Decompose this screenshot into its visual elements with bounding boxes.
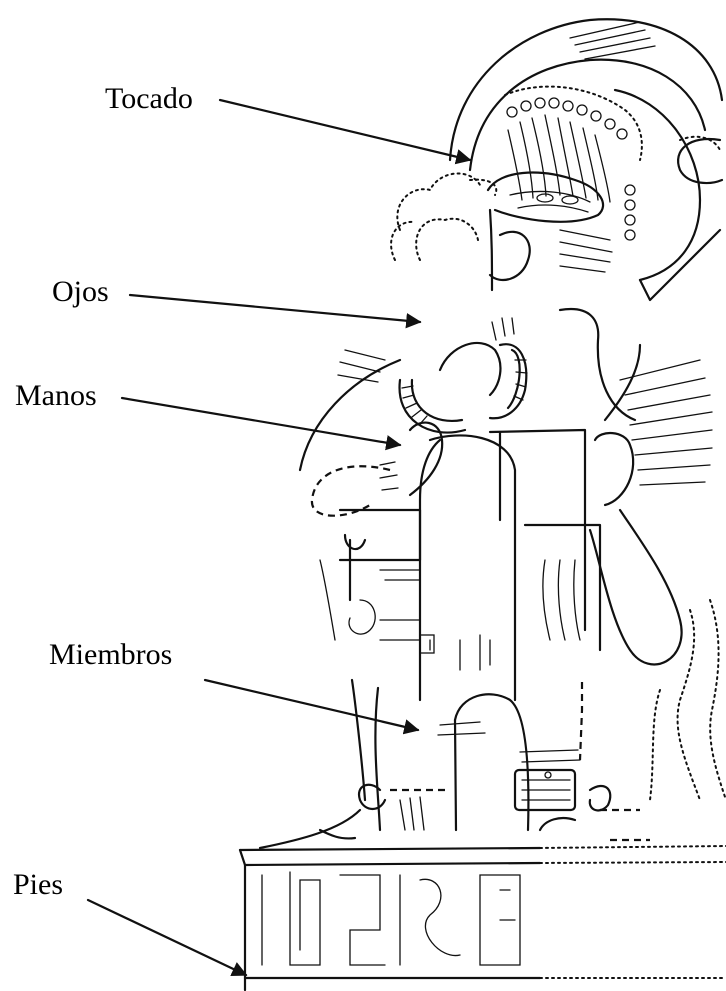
arrow-miembros [205, 680, 418, 730]
label-miembros: Miembros [49, 640, 172, 670]
base-drawing [240, 846, 726, 990]
label-ojos: Ojos [52, 277, 109, 307]
label-tocado: Tocado [105, 84, 193, 114]
torso-drawing [300, 309, 726, 800]
arrow-ojos [130, 295, 420, 322]
headdress-drawing [391, 19, 722, 300]
arrow-tocado [220, 100, 470, 160]
legs-drawing [260, 680, 650, 848]
label-pies: Pies [13, 870, 63, 900]
arrow-manos [122, 398, 400, 445]
arrow-pies [88, 900, 246, 975]
label-manos: Manos [15, 381, 97, 411]
